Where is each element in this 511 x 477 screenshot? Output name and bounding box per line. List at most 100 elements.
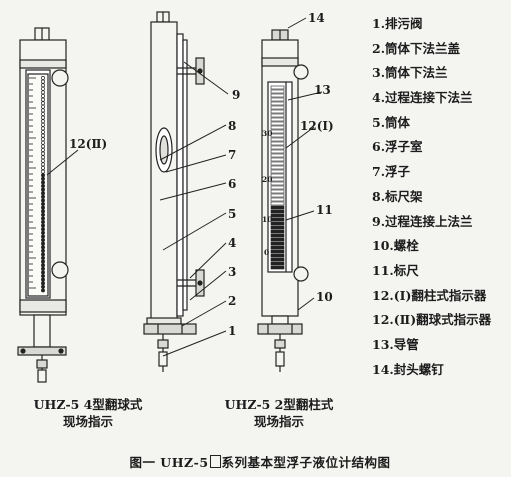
- indicator-ball: [41, 274, 45, 278]
- flipper-column: [270, 85, 285, 270]
- indicator-ball: [41, 180, 45, 185]
- flipper-segment: [270, 245, 285, 250]
- flipper-segment: [270, 157, 285, 162]
- flipper-segment: [270, 225, 285, 230]
- indicator-ball: [41, 122, 45, 127]
- legend-item: 5.筒体: [372, 114, 411, 130]
- indicator-ball: [41, 169, 45, 174]
- legend-item: 12.(Ⅰ)翻柱式指示器: [372, 287, 487, 303]
- middle-instrument: [143, 11, 229, 372]
- flipper-segment: [270, 181, 285, 186]
- indicator-ball: [41, 205, 45, 210]
- indicator-ball: [41, 234, 45, 239]
- flipper-segment: [270, 85, 285, 90]
- callout-9: 9: [232, 88, 240, 102]
- flipper-segment: [270, 233, 285, 238]
- legend-item: 14.封头螺钉: [372, 361, 444, 377]
- indicator-ball: [41, 173, 45, 178]
- flipper-segment: [270, 101, 285, 106]
- figure-caption-prefix: 图一 UHZ-5: [129, 455, 209, 470]
- callout-12a: 12(Ⅰ): [300, 119, 334, 133]
- legend-item: 12.(Ⅱ)翻球式指示器: [372, 312, 492, 328]
- flipper-segment: [270, 229, 285, 234]
- flipper-segment: [270, 177, 285, 182]
- indicator-ball: [41, 137, 45, 142]
- indicator-ball: [41, 238, 45, 242]
- indicator-ball: [41, 209, 45, 214]
- indicator-ball: [41, 79, 45, 84]
- callout-8: 8: [228, 119, 236, 133]
- indicator-ball: [41, 288, 45, 293]
- flipper-segment: [270, 165, 285, 170]
- callout-10: 10: [316, 290, 333, 304]
- indicator-ball: [41, 76, 45, 80]
- flipper-segment: [270, 249, 285, 254]
- scale-label-0: 0: [264, 248, 269, 257]
- callout-5: 5: [228, 207, 236, 221]
- indicator-ball: [41, 155, 45, 160]
- indicator-ball: [41, 158, 45, 163]
- scale-label-30: 30: [262, 129, 272, 138]
- legend-item: 1.排污阀: [372, 16, 423, 31]
- flipper-segment: [270, 197, 285, 202]
- indicator-ball: [41, 202, 45, 206]
- callout-11: 11: [316, 203, 333, 217]
- indicator-ball: [41, 284, 45, 289]
- placeholder-box-icon: [209, 455, 221, 468]
- flipper-segment: [270, 141, 285, 146]
- indicator-ball: [41, 86, 45, 91]
- scale-ticks: [29, 77, 36, 289]
- flipper-segment: [270, 189, 285, 194]
- flipper-segment: [270, 169, 285, 174]
- indicator-ball: [41, 166, 45, 170]
- scale-label-10: 10: [262, 215, 272, 224]
- legend-item: 8.标尺架: [372, 188, 423, 204]
- indicator-ball: [41, 230, 45, 235]
- flipper-segment: [270, 93, 285, 98]
- indicator-ball: [41, 94, 45, 98]
- legend-item: 2.筒体下法兰盖: [372, 40, 461, 56]
- indicator-ball: [41, 119, 45, 124]
- indicator-ball: [41, 148, 45, 152]
- parts-legend: 1.排污阀 2.筒体下法兰盖 3.筒体下法兰 4.过程连接下法兰 5.筒体 6.…: [372, 12, 511, 382]
- flipper-segment: [270, 121, 285, 126]
- indicator-ball: [41, 140, 45, 145]
- indicator-ball: [41, 115, 45, 120]
- indicator-ball: [41, 248, 45, 253]
- left-caption-line1: UHZ-5 4型翻球式: [33, 397, 143, 412]
- indicator-ball: [41, 126, 45, 131]
- indicator-balls: [41, 76, 45, 293]
- callout-12b: 12(Ⅱ): [69, 137, 107, 151]
- callout-13: 13: [314, 83, 331, 97]
- indicator-ball: [41, 187, 45, 192]
- flipper-segment: [270, 125, 285, 130]
- callout-6: 6: [228, 177, 236, 191]
- figure-caption-suffix: 系列基本型浮子液位计结构图: [221, 455, 391, 470]
- indicator-ball: [41, 191, 45, 196]
- flipper-segment: [270, 133, 285, 138]
- indicator-ball: [41, 245, 45, 250]
- legend-item: 3.筒体下法兰: [372, 65, 448, 81]
- flipper-segment: [270, 161, 285, 166]
- indicator-ball: [41, 198, 45, 203]
- scale-label-20: 20: [262, 175, 272, 184]
- flipper-segment: [270, 201, 285, 206]
- indicator-ball: [41, 90, 45, 95]
- indicator-ball: [41, 133, 45, 138]
- flipper-segment: [270, 89, 285, 94]
- legend-item: 13.导管: [372, 336, 419, 352]
- flipper-segment: [270, 253, 285, 258]
- callout-2: 2: [228, 294, 236, 308]
- middle-instrument-caption: UHZ-5 2型翻柱式 现场指示: [214, 396, 344, 430]
- callout-14: 14: [308, 11, 325, 25]
- indicator-ball: [41, 112, 45, 116]
- flipper-segment: [270, 241, 285, 246]
- indicator-ball: [41, 252, 45, 257]
- flipper-segment: [270, 205, 285, 210]
- legend-item: 4.过程连接下法兰: [372, 90, 473, 106]
- callout-3: 3: [228, 265, 236, 279]
- legend-item: 7.浮子: [372, 164, 411, 180]
- indicator-ball: [41, 184, 45, 188]
- figure-caption: 图一 UHZ-5 系列基本型浮子液位计结构图: [60, 452, 460, 471]
